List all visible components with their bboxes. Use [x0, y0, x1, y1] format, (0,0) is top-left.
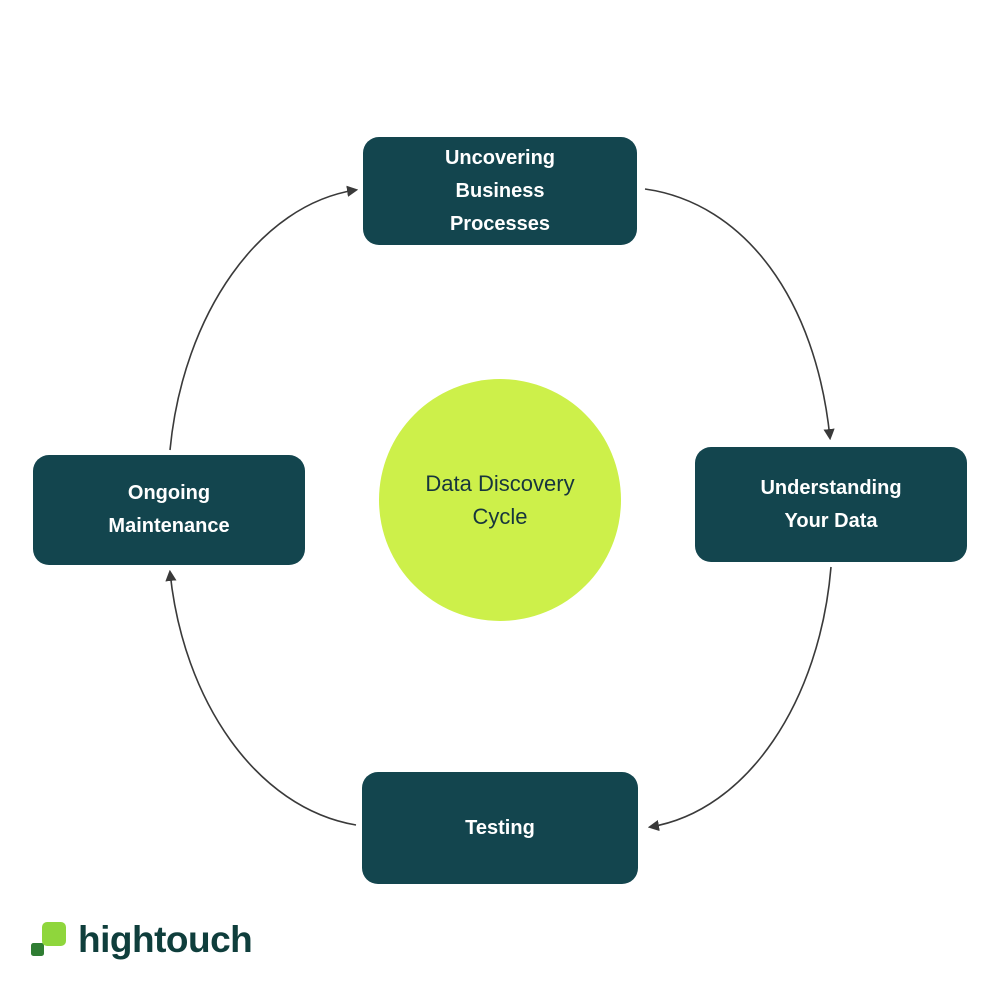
node-understanding-your-data: Understanding Your Data	[695, 447, 967, 562]
node-uncovering-business-processes: Uncovering Business Processes	[363, 137, 637, 245]
node-ongoing-maintenance: Ongoing Maintenance	[33, 455, 305, 565]
node-label: Ongoing Maintenance	[108, 482, 230, 537]
arrow-left-to-top	[169, 185, 359, 451]
arrow-right-to-bottom	[647, 566, 832, 832]
node-label: Testing	[465, 816, 535, 839]
hightouch-logo: hightouch	[30, 918, 253, 960]
arrow-bottom-to-left	[165, 569, 357, 826]
center-circle: Data Discovery Cycle	[379, 379, 621, 621]
node-label: Uncovering Business Processes	[444, 146, 556, 235]
node-testing: Testing	[362, 772, 638, 884]
center-label: Data Discovery Cycle	[425, 471, 575, 529]
arrow-top-to-right	[644, 188, 835, 441]
hightouch-wordmark: hightouch	[78, 918, 253, 960]
hightouch-logo-icon	[31, 922, 66, 956]
node-label: Understanding Your Data	[760, 476, 902, 532]
